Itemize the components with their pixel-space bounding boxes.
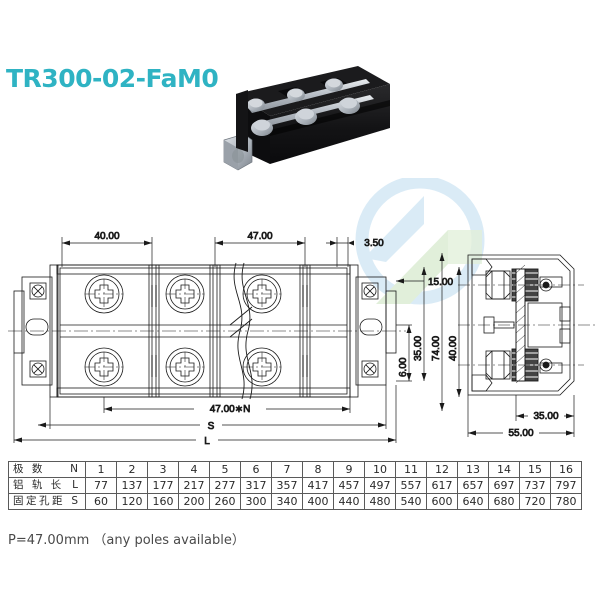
table-cell: 160 — [147, 493, 179, 510]
screw-axes — [85, 279, 281, 382]
page-title: TR300-02-FaM0 — [6, 64, 219, 93]
row-label-cn: 极 数 — [13, 463, 45, 475]
table-cell: 680 — [488, 493, 520, 510]
footer-note: P=47.00mm （any poles available） — [8, 533, 245, 548]
table-cell: 14 — [488, 461, 520, 478]
table-cell: 137 — [116, 477, 148, 494]
table-cell: 540 — [395, 493, 427, 510]
table-cell: 737 — [519, 477, 551, 494]
table-cell: 457 — [333, 477, 365, 494]
photo-end-plate — [236, 90, 248, 152]
table-cell: 12 — [426, 461, 458, 478]
table-cell: 277 — [209, 477, 241, 494]
left-screws — [29, 282, 47, 378]
dim-3-50-label: 3.50 — [364, 238, 384, 249]
dim-35-label: 35.00 — [413, 336, 424, 361]
table-cell: 317 — [240, 477, 272, 494]
row-hole-pitch-label: 固定孔距 S — [8, 493, 86, 510]
table-cell: 697 — [488, 477, 520, 494]
table-cell: 780 — [550, 493, 582, 510]
dim-74-label: 74.00 — [431, 336, 442, 361]
table-cell: 11 — [395, 461, 427, 478]
right-screws — [361, 282, 379, 378]
table-cell: 16 — [550, 461, 582, 478]
table-cell: 497 — [364, 477, 396, 494]
dim-40r-label: 40.00 — [448, 336, 459, 361]
table-cell: 60 — [85, 493, 117, 510]
table-cell: 557 — [395, 477, 427, 494]
table-cell: 13 — [457, 461, 489, 478]
dim-s-label: S — [208, 421, 215, 432]
table-cell: 357 — [271, 477, 303, 494]
table-cell: 77 — [85, 477, 117, 494]
row-label-cn: 铝 轨 长 — [13, 479, 64, 491]
table-cell: 797 — [550, 477, 582, 494]
table-cell: 340 — [271, 493, 303, 510]
table-cell: 440 — [333, 493, 365, 510]
table-cell: 640 — [457, 493, 489, 510]
table-cell: 120 — [116, 493, 148, 510]
table-cell: 177 — [147, 477, 179, 494]
technical-drawing: 40.00 47.00 3.50 — [0, 195, 600, 455]
table-cell: 657 — [457, 477, 489, 494]
top-view — [8, 262, 406, 400]
table-cell: 3 — [147, 461, 179, 478]
product-photo — [218, 56, 390, 180]
table-cell: 417 — [302, 477, 334, 494]
row-label-symbol: L — [72, 479, 78, 491]
dim-47n-label: 47.00∗N — [210, 404, 251, 415]
table-cell: 300 — [240, 493, 272, 510]
table-cell: 480 — [364, 493, 396, 510]
table-cell: 2 — [116, 461, 148, 478]
table-cell: 1 — [85, 461, 117, 478]
dim-6-label: 6.00 — [398, 357, 409, 377]
row-label-symbol: N — [70, 463, 78, 475]
table-cell: 8 — [302, 461, 334, 478]
side-center-bar — [515, 264, 526, 384]
dim-47-label: 47.00 — [247, 231, 272, 242]
table-cell: 260 — [209, 493, 241, 510]
top-dimension-group — [61, 237, 354, 267]
table-cell: 15 — [519, 461, 551, 478]
table-cell: 720 — [519, 493, 551, 510]
table-cell: 400 — [302, 493, 334, 510]
table-cell: 10 — [364, 461, 396, 478]
table-cell: 200 — [178, 493, 210, 510]
table-cell: 7 — [271, 461, 303, 478]
dim-15-label: 15.00 — [428, 277, 453, 288]
side-view — [458, 254, 596, 396]
row-label-symbol: S — [71, 495, 78, 507]
table-cell: 4 — [178, 461, 210, 478]
table-cell: 600 — [426, 493, 458, 510]
table-cell: 6 — [240, 461, 272, 478]
dim-l-label: L — [204, 436, 210, 447]
table-cell: 9 — [333, 461, 365, 478]
table-cell: 617 — [426, 477, 458, 494]
right-dimension-group — [396, 253, 462, 411]
terminal-screws — [84, 274, 282, 387]
row-label-cn: 固定孔距 — [13, 495, 65, 507]
photo-bolts — [247, 78, 360, 136]
table-cell: 217 — [178, 477, 210, 494]
dim-40-label: 40.00 — [94, 231, 119, 242]
table-cell: 5 — [209, 461, 241, 478]
side-dim-55-label: 55.00 — [508, 428, 533, 439]
side-dim-35-label: 35.00 — [533, 411, 558, 422]
